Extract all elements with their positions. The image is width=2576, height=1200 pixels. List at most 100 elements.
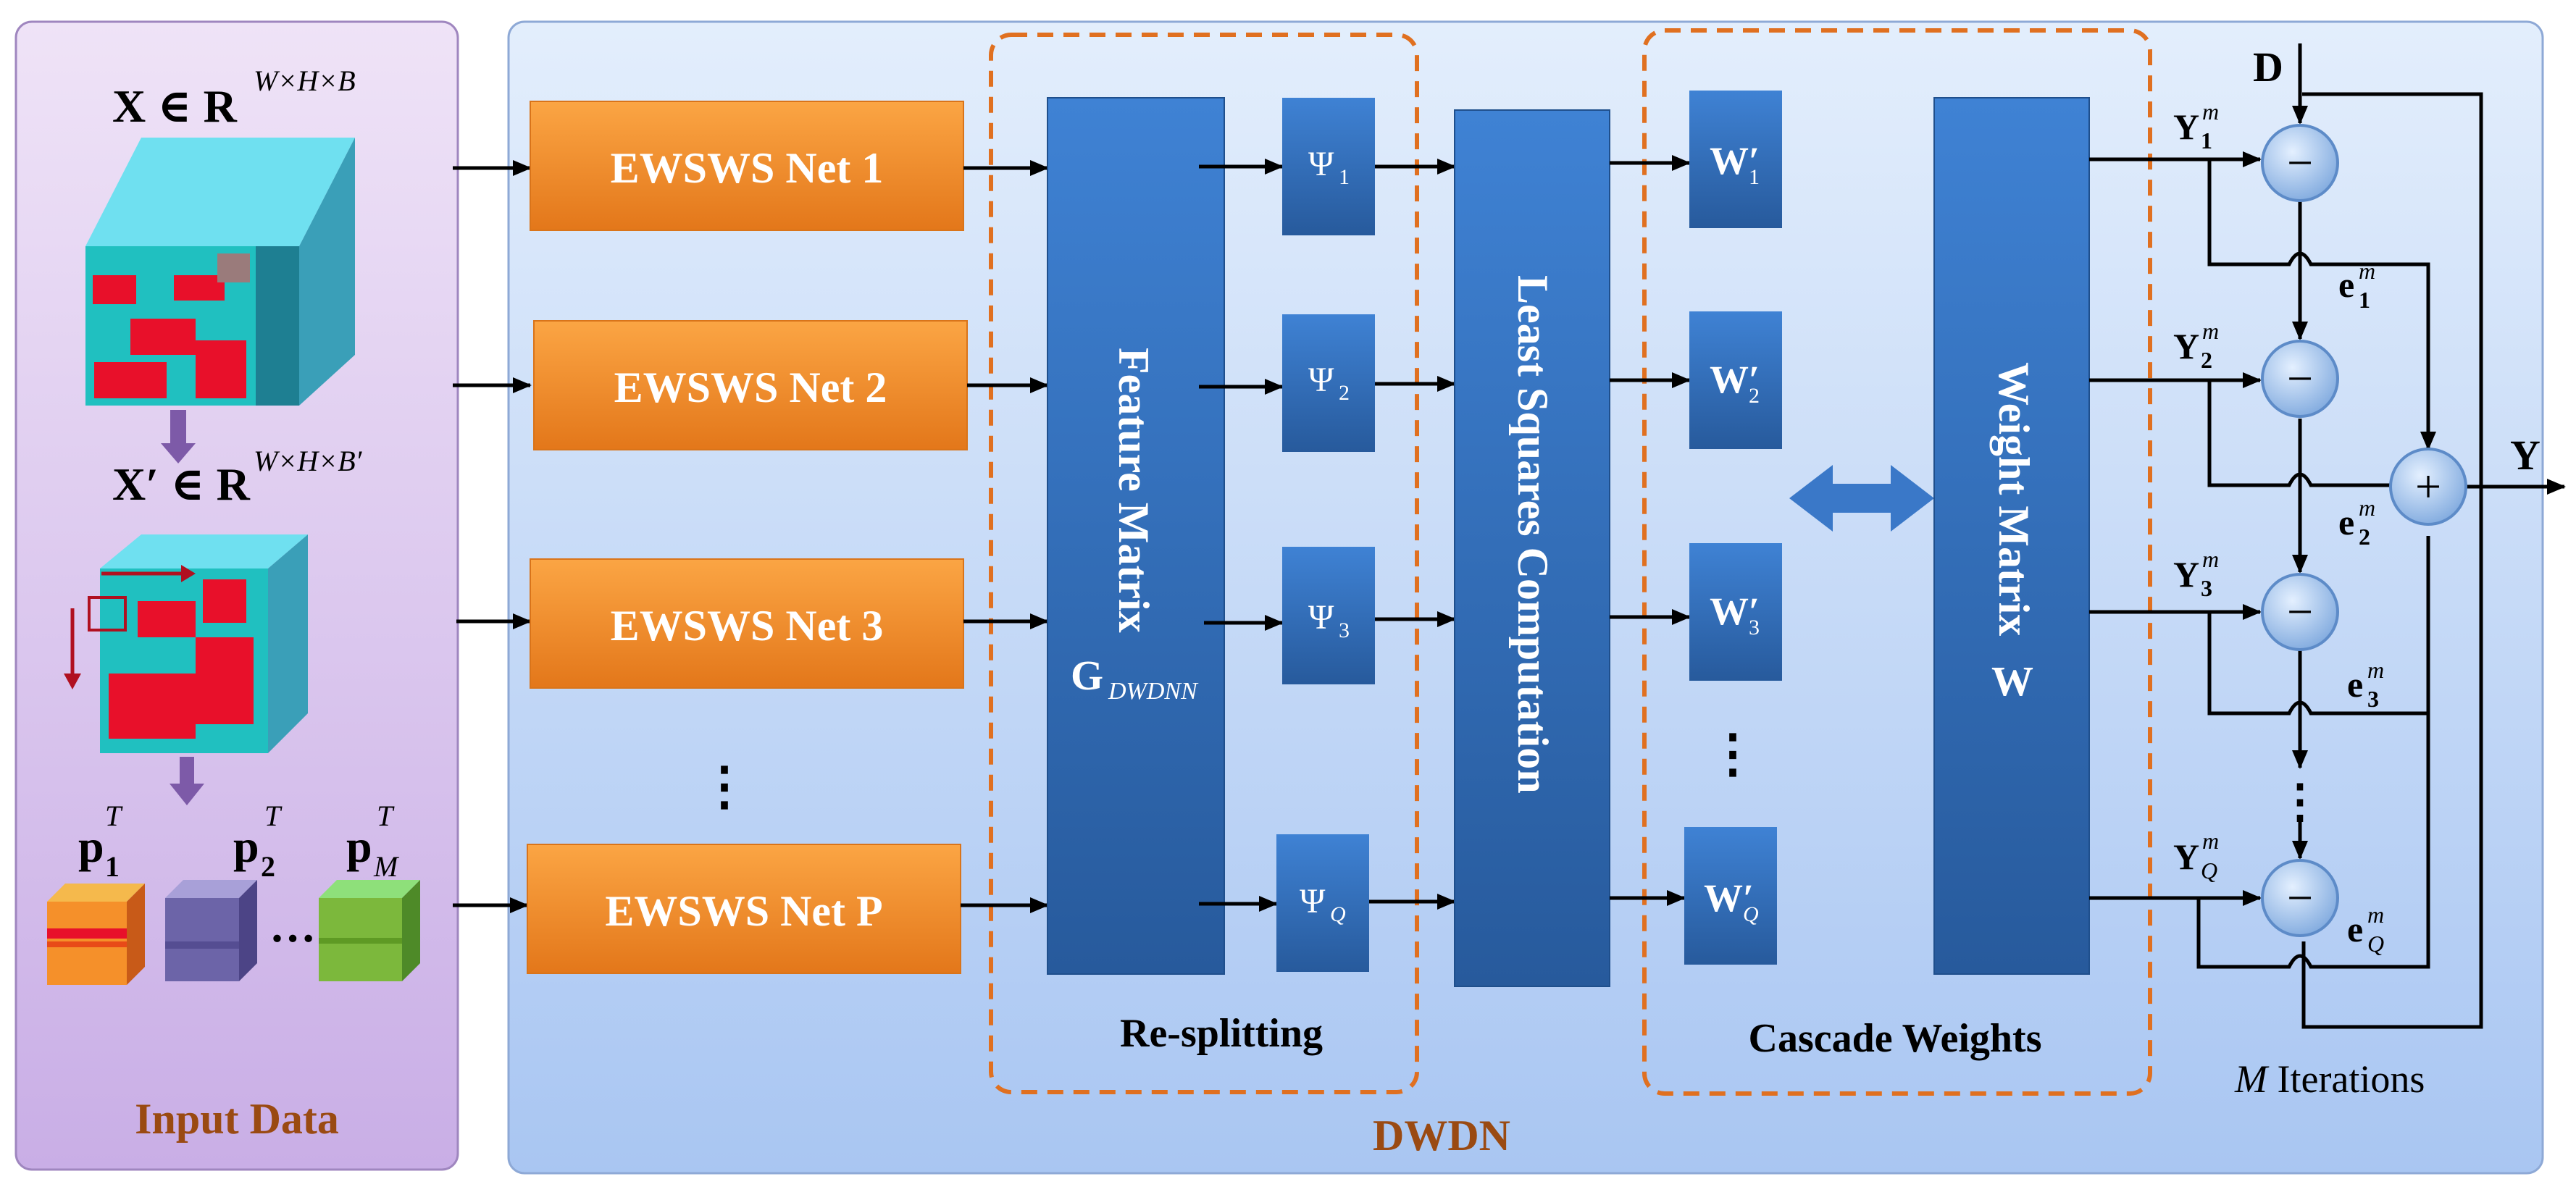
pm-sub: M	[373, 850, 400, 883]
em1-sup: m	[2359, 258, 2375, 284]
minus-symbol-q: −	[2287, 872, 2313, 923]
p2-sup: T	[264, 800, 283, 832]
minus-node-q	[2261, 859, 2339, 937]
ym3-sup: m	[2202, 546, 2219, 572]
minus-symbol-3: −	[2287, 586, 2313, 637]
minus-symbol-1: −	[2287, 137, 2313, 188]
svg-text:Q: Q	[1330, 902, 1346, 926]
iteration-circuit	[2089, 43, 2566, 1029]
svg-text:1: 1	[1339, 165, 1350, 189]
x-superscript: W×H×B	[254, 64, 356, 97]
svg-text:Ψ: Ψ	[1308, 361, 1334, 399]
ymq-label: Y	[2173, 836, 2199, 877]
ymq-sub: Q	[2201, 857, 2217, 884]
hyperspectral-cube-x	[85, 138, 355, 406]
x-prime-label: X′ ∈ R	[112, 458, 251, 510]
em3-sub: 3	[2367, 686, 2379, 712]
minus-node-2	[2261, 340, 2339, 418]
svg-text:G: G	[1071, 652, 1103, 699]
x-label: X ∈ R	[112, 80, 238, 132]
pm-label: p	[346, 821, 372, 872]
ewsws-net-2: EWSWS Net 2	[533, 320, 968, 450]
w-prime-3-block: W′ 3	[1689, 543, 1782, 681]
ym1-sup: m	[2202, 98, 2219, 125]
p2-label: p	[233, 821, 259, 872]
svg-text:EWSWS Net 2: EWSWS Net 2	[614, 364, 887, 411]
em2-sup: m	[2359, 495, 2375, 521]
ym2-label: Y	[2173, 326, 2199, 366]
patch-cube-2	[165, 880, 257, 981]
plus-symbol: +	[2415, 461, 2441, 512]
ym3-sub: 3	[2201, 575, 2212, 601]
resplitting-label: Re-splitting	[1120, 1011, 1323, 1056]
em2-sub: 2	[2359, 524, 2370, 550]
feature-matrix-block: Feature Matrix G DWDNN	[1047, 97, 1225, 975]
x-prime-superscript: W×H×B′	[254, 445, 363, 477]
ewsws-net-1: EWSWS Net 1	[530, 101, 964, 231]
weight-matrix-block: Weight Matrix W	[1933, 97, 2090, 975]
svg-text:W′: W′	[1710, 589, 1760, 633]
svg-text:Ψ: Ψ	[1308, 145, 1334, 183]
svg-text:W′: W′	[1710, 358, 1760, 401]
reduce-arrow-head	[161, 443, 196, 463]
reduce-arrow-shaft	[170, 410, 186, 445]
svg-text:2: 2	[1749, 384, 1760, 408]
psi-1-block: Ψ 1	[1282, 98, 1375, 235]
patch-ellipsis: …	[269, 900, 316, 952]
chain-ellipsis: ⋮	[2277, 776, 2323, 827]
p1-sup: T	[105, 800, 123, 832]
patch-arrow-shaft	[180, 757, 194, 786]
input-data-label: Input Data	[135, 1095, 339, 1143]
svg-text:W: W	[1991, 658, 2033, 705]
patch-cube-m	[319, 880, 420, 981]
cascade-double-arrow	[1789, 465, 1934, 532]
svg-text:2: 2	[1339, 381, 1350, 405]
em3-sup: m	[2367, 657, 2384, 683]
emq-label: e	[2347, 909, 2363, 949]
svg-text:Ψ: Ψ	[1308, 598, 1334, 637]
ym2-sub: 2	[2201, 347, 2212, 373]
ewsws-net-p: EWSWS Net P	[527, 844, 961, 974]
ym1-label: Y	[2173, 106, 2199, 147]
svg-text:3: 3	[1339, 618, 1350, 642]
svg-text:Least Squares Computation: Least Squares Computation	[1509, 275, 1557, 794]
patch-arrow-head	[170, 784, 204, 805]
ewsws-net-3: EWSWS Net 3	[530, 558, 964, 689]
ym3-label: Y	[2173, 554, 2199, 595]
w-prime-ellipsis: ⋮	[1707, 725, 1759, 783]
nets-ellipsis: ⋮	[698, 758, 750, 815]
ymq-sup: m	[2202, 828, 2219, 854]
w-prime-2-block: W′ 2	[1689, 311, 1782, 449]
minus-node-3	[2261, 573, 2339, 651]
cascade-weights-label: Cascade Weights	[1749, 1016, 2042, 1061]
p1-sub: 1	[105, 850, 120, 883]
svg-text:Feature Matrix: Feature Matrix	[1110, 348, 1158, 633]
svg-text:DWDNN: DWDNN	[1108, 678, 1199, 705]
p2-sub: 2	[261, 850, 275, 883]
plus-node	[2389, 448, 2467, 526]
patch-cube-1	[47, 884, 145, 985]
d-label: D	[2253, 43, 2283, 91]
w-prime-1-block: W′ 1	[1689, 91, 1782, 228]
resplitting-group	[989, 33, 1419, 1094]
svg-text:Q: Q	[1743, 902, 1759, 926]
svg-text:3: 3	[1749, 616, 1760, 639]
em2-label: e	[2338, 502, 2354, 542]
minus-symbol-2: −	[2287, 353, 2313, 404]
y-output-label: Y	[2510, 432, 2541, 479]
dwdn-label: DWDN	[1373, 1112, 1510, 1159]
em1-label: e	[2338, 264, 2354, 305]
emq-sup: m	[2367, 902, 2384, 928]
em1-sub: 1	[2359, 287, 2370, 313]
p1-label: p	[78, 821, 104, 872]
em3-label: e	[2347, 664, 2363, 705]
least-squares-block: Least Squares Computation	[1454, 109, 1610, 987]
ym1-sub: 1	[2201, 127, 2212, 154]
iterations-label: M Iterations	[2234, 1057, 2425, 1101]
svg-text:Ψ: Ψ	[1300, 882, 1326, 920]
cascade-weights-group	[1642, 28, 2152, 1096]
ym2-sup: m	[2202, 318, 2219, 344]
svg-text:EWSWS Net P: EWSWS Net P	[605, 887, 882, 935]
svg-text:Weight Matrix: Weight Matrix	[1990, 362, 2038, 636]
